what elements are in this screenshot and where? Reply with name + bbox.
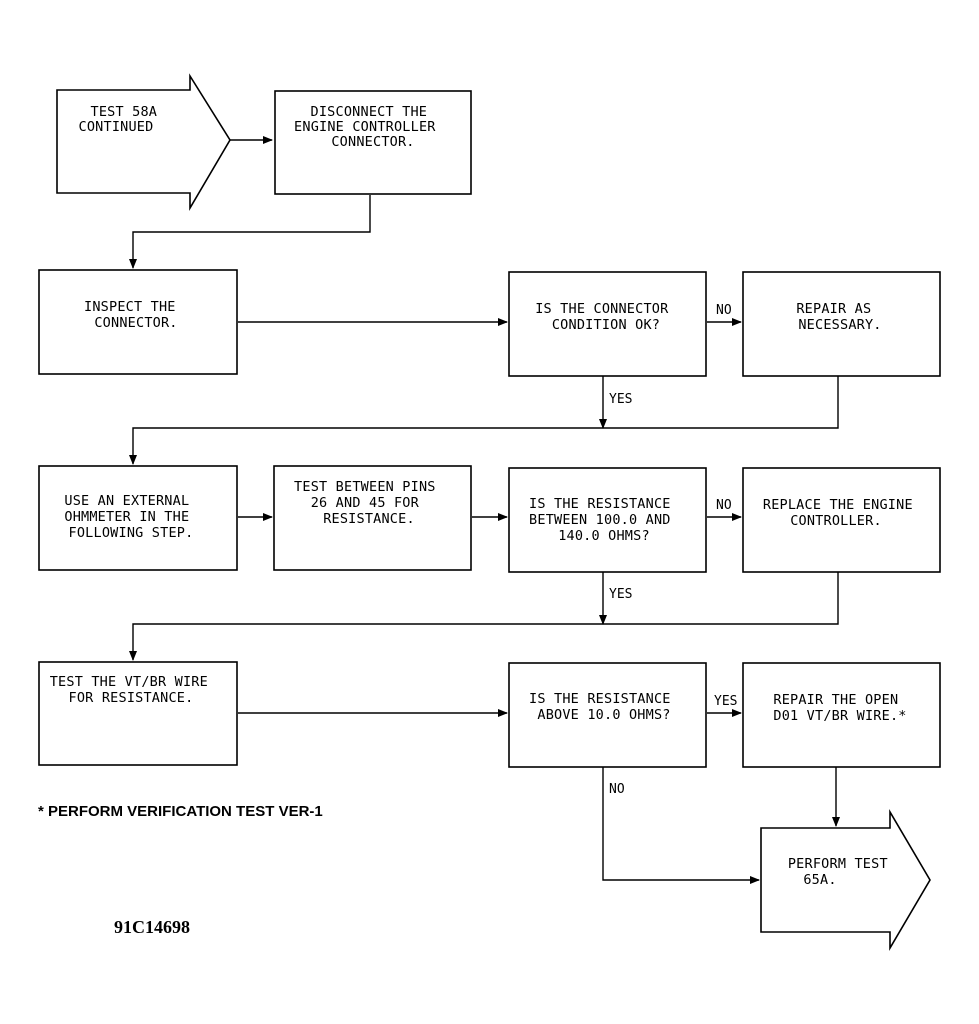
repair-open-line-1: REPAIR THE OPEN [773, 692, 898, 708]
node-labels: TEST 58A CONTINUED DISCONNECT THE ENGINE… [50, 104, 921, 888]
ohmmeter-label: USE AN EXTERNAL OHMMETER IN THE FOLLOWIN… [64, 493, 197, 541]
connectors [129, 136, 840, 884]
res-between-label: IS THE RESISTANCE BETWEEN 100.0 AND 140.… [529, 496, 679, 544]
start-label: TEST 58A CONTINUED [79, 104, 166, 135]
res-between-box [508, 467, 707, 573]
test-pins-line-3: RESISTANCE. [323, 511, 415, 527]
test-pins-box [273, 465, 472, 571]
perform-arrow-shape [760, 809, 931, 951]
edge-res-above-no [602, 767, 760, 884]
conn-ok-box [508, 271, 707, 377]
footnote: * PERFORM VERIFICATION TEST VER-1 [38, 803, 323, 820]
res-between-line-3: 140.0 OHMS? [558, 528, 650, 544]
edge-replace-return [129, 572, 839, 661]
edge-label-res-between-yes: YES [609, 587, 632, 602]
ohmmeter-box [38, 465, 238, 571]
repair-open-line-2: D01 VT/BR WIRE.* [773, 708, 906, 724]
shapes [38, 73, 941, 951]
ohmmeter-line-1: USE AN EXTERNAL [64, 493, 189, 509]
repair-line-2: NECESSARY. [798, 317, 881, 333]
replace-box [742, 467, 941, 573]
replace-line-1: REPLACE THE ENGINE [763, 497, 913, 513]
edge-label-res-above-no: NO [609, 782, 625, 797]
disconnect-box [274, 90, 472, 195]
edge-label-res-above-yes: YES [714, 694, 737, 709]
inspect-line-1: INSPECT THE [84, 299, 176, 315]
disconnect-line-2: ENGINE CONTROLLER [294, 119, 436, 135]
perform-line-2: 65A. [803, 872, 836, 888]
replace-line-2: CONTROLLER. [790, 513, 882, 529]
disconnect-line-1: DISCONNECT THE [311, 104, 428, 120]
figure-id: 91C14698 [114, 917, 190, 937]
test-pins-line-1: TEST BETWEEN PINS [294, 479, 436, 495]
perform-label: PERFORM TEST 65A. [788, 856, 896, 888]
edge-label-res-between-no: NO [716, 498, 732, 513]
res-between-line-2: BETWEEN 100.0 AND [529, 512, 671, 528]
test-wire-line-1: TEST THE VT/BR WIRE [50, 674, 208, 690]
repair-label: REPAIR AS NECESSARY. [796, 301, 881, 333]
test-pins-line-2: 26 AND 45 FOR [311, 495, 420, 511]
replace-label: REPLACE THE ENGINE CONTROLLER. [763, 497, 921, 529]
res-between-line-1: IS THE RESISTANCE [529, 496, 671, 512]
start-line-1: TEST 58A [91, 104, 158, 120]
test-pins-label: TEST BETWEEN PINS 26 AND 45 FOR RESISTAN… [294, 479, 444, 527]
res-above-line-1: IS THE RESISTANCE [529, 691, 671, 707]
conn-ok-line-1: IS THE CONNECTOR [535, 301, 669, 317]
res-above-label: IS THE RESISTANCE ABOVE 10.0 OHMS? [529, 691, 679, 723]
edge-disconnect-to-inspect [129, 195, 371, 269]
perform-line-1: PERFORM TEST [788, 856, 888, 872]
test-wire-label: TEST THE VT/BR WIRE FOR RESISTANCE. [50, 674, 217, 706]
inspect-label: INSPECT THE CONNECTOR. [84, 299, 184, 331]
inspect-line-2: CONNECTOR. [94, 315, 177, 331]
edge-label-conn-ok-no: NO [716, 303, 732, 318]
edge-repair-return [129, 376, 839, 465]
edge-label-conn-ok-yes: YES [609, 392, 632, 407]
repair-line-1: REPAIR AS [796, 301, 871, 317]
test-wire-line-2: FOR RESISTANCE. [69, 690, 194, 706]
disconnect-label: DISCONNECT THE ENGINE CONTROLLER CONNECT… [294, 104, 444, 150]
test-wire-box [38, 661, 238, 766]
repair-box [742, 271, 941, 377]
res-above-line-2: ABOVE 10.0 OHMS? [537, 707, 670, 723]
repair-open-label: REPAIR THE OPEN D01 VT/BR WIRE.* [773, 692, 906, 724]
start-arrow-shape [56, 73, 231, 211]
inspect-box [38, 269, 238, 375]
edge-labels: NO YES NO YES YES NO [609, 303, 737, 797]
ohmmeter-line-3: FOLLOWING STEP. [69, 525, 194, 541]
res-above-box [508, 662, 707, 768]
start-line-2: CONTINUED [79, 119, 154, 135]
ohmmeter-line-2: OHMMETER IN THE [64, 509, 189, 525]
disconnect-line-3: CONNECTOR. [331, 134, 414, 150]
repair-open-box [742, 662, 941, 768]
conn-ok-label: IS THE CONNECTOR CONDITION OK? [535, 301, 677, 333]
conn-ok-line-2: CONDITION OK? [552, 317, 660, 333]
